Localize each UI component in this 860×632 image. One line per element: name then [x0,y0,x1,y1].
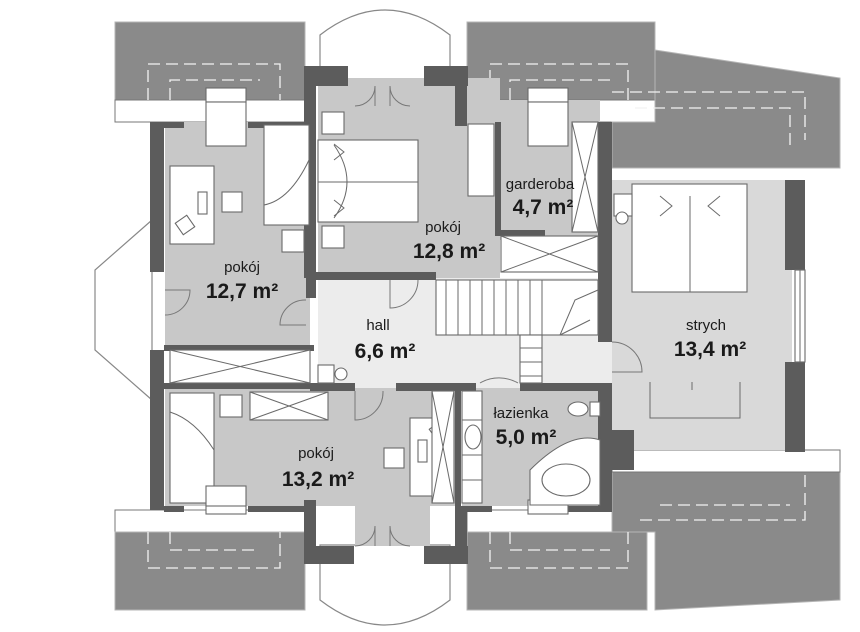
room-area-garderoba: 4,7 m² [513,196,574,219]
roof-bottom-center [466,509,648,611]
room-area-lazienka: 5,0 m² [496,426,557,449]
bay-left [94,218,153,402]
doors [164,85,643,547]
bay-bottom [319,544,451,626]
room-name-pokoj-left: pokój [224,259,260,276]
bay-windows [94,9,451,626]
room-name-strych: strych [686,317,726,334]
windows [205,87,806,515]
room-area-pokoj-top: 12,8 m² [413,240,485,263]
eave-lines [147,63,806,569]
staircase [435,279,599,384]
pokoj-bottom-furniture [169,390,455,507]
strych-furniture [613,183,748,419]
roof-slopes [114,21,841,611]
room-area-pokoj-bottom: 13,2 m² [282,468,354,491]
room-name-hall: hall [366,317,389,334]
room-area-pokoj-left: 12,7 m² [206,280,278,303]
room-name-garderoba: garderoba [506,176,575,193]
garderoba-furniture [527,101,599,233]
pokoj-top-furniture [317,111,599,273]
room-area-hall: 6,6 m² [355,340,416,363]
bay-top [319,9,451,93]
lazienka-furniture [461,390,601,506]
pokoj-left-furniture [169,101,311,384]
furniture [169,101,748,507]
room-labels: pokój 12,7 m² pokój 12,8 m² garderoba 4,… [206,176,746,491]
room-name-pokoj-top: pokój [425,219,461,236]
room-name-lazienka: łazienka [493,405,549,422]
roof-bottom-left [114,509,306,611]
room-area-strych: 13,4 m² [674,338,746,361]
room-name-pokoj-bottom: pokój [298,445,334,462]
